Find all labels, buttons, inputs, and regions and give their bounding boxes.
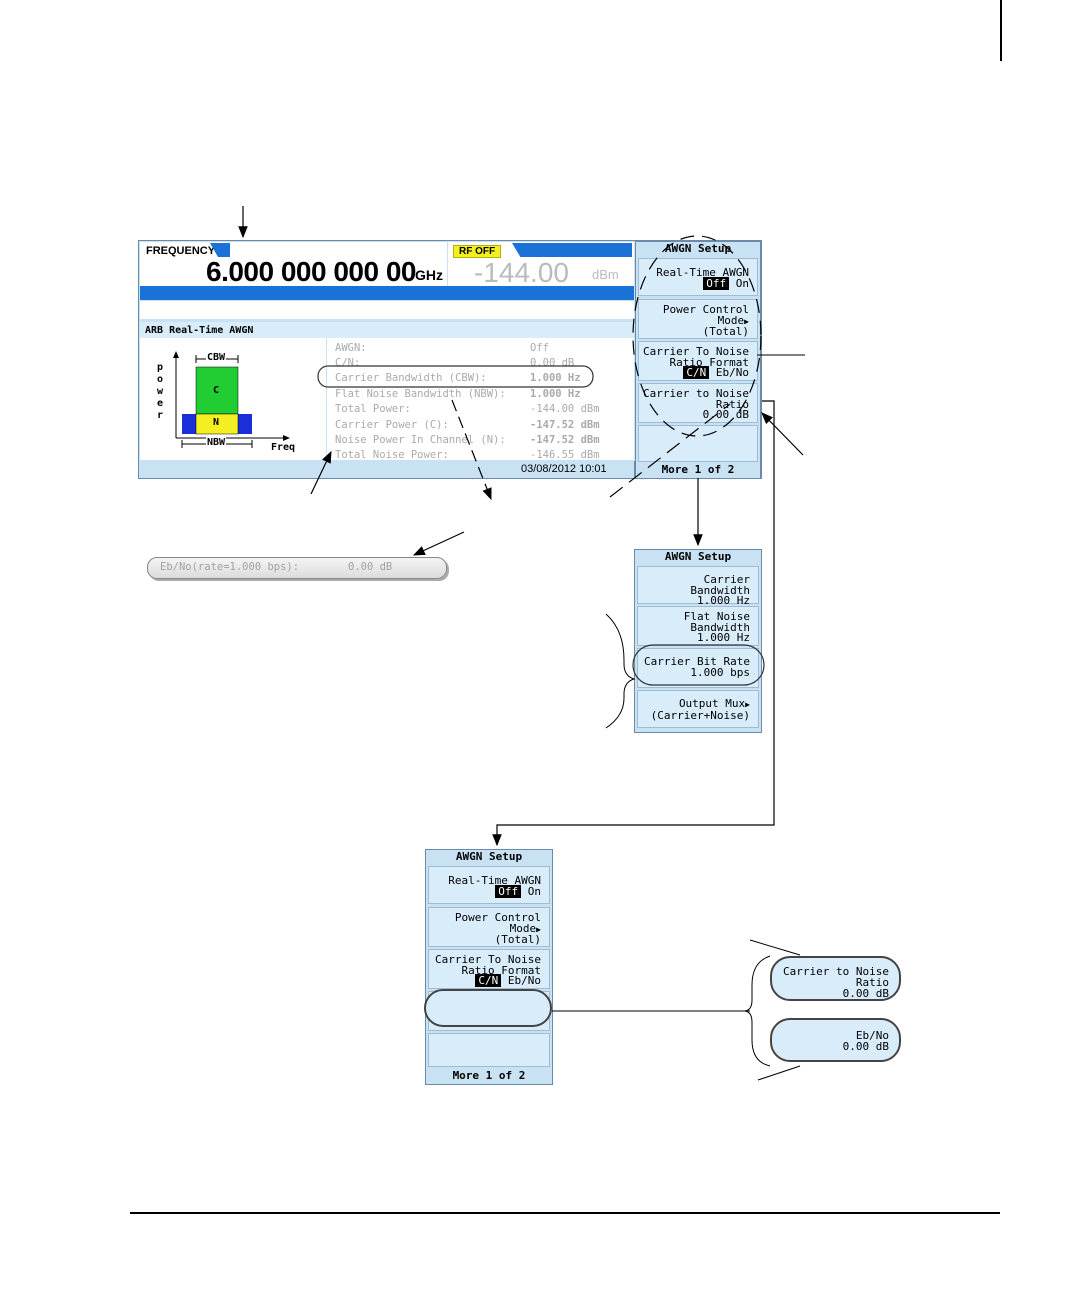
noise-block	[195, 413, 239, 435]
param-row: Carrier Bandwidth (CBW):1.000 Hz	[335, 372, 581, 384]
carrier-bandwidth-key[interactable]: Carrier Bandwidth 1.000 Hz	[637, 566, 759, 606]
flat-noise-bandwidth-key[interactable]: Flat Noise Bandwidth 1.000 Hz	[637, 606, 759, 646]
output-mux-key[interactable]: Output Mux▶ (Carrier+Noise)	[637, 690, 759, 728]
mode-title-bar	[140, 322, 634, 338]
softkey-panel: AWGN Setup Real-Time AWGN Off On Power C…	[635, 241, 761, 479]
power-frequency-graph	[173, 351, 290, 448]
arrow-ratio-key	[761, 412, 804, 456]
param-row: AWGN:Off	[335, 342, 549, 354]
power-axis-label: p o w e r	[157, 362, 164, 421]
carrier-bit-rate-key[interactable]: Carrier Bit Rate 1.000 bps	[637, 648, 759, 688]
status-divider	[634, 461, 635, 477]
amplitude-value: -144.00	[474, 257, 569, 288]
ebno-label: Eb/No(rate=1.000 bps):	[160, 561, 300, 573]
amplitude-unit: dBm	[592, 267, 619, 282]
bit-rate-oval	[632, 644, 765, 686]
param-row: Noise Power In Channel (N):-147.52 dBm	[335, 434, 600, 446]
frequency-label: FREQUENCY	[146, 245, 216, 257]
more-softkey[interactable]: More 1 of 2	[661, 463, 735, 476]
ebno-value: 0.00 dB	[348, 561, 393, 573]
noise-side-right	[238, 414, 252, 434]
softkey-panel-page2: AWGN Setup Carrier Bandwidth 1.000 Hz Fl…	[634, 549, 762, 733]
real-time-awgn-key[interactable]: Real-Time AWGN Off On	[428, 866, 550, 904]
highlighted-softkey-oval[interactable]	[424, 989, 552, 1027]
bracket-page2	[605, 613, 636, 729]
frequency-area[interactable]: FREQUENCY 6.000 000 000 00 GHz	[140, 242, 447, 287]
carrier-block	[195, 366, 239, 415]
softkey-title: AWGN Setup	[426, 850, 552, 864]
power-control-mode-key[interactable]: Power Control Mode▶ (Total)	[428, 907, 550, 947]
freq-axis-label: Freq	[271, 442, 296, 453]
param-row: Total Power:-144.00 dBm	[335, 403, 600, 415]
main-screen: FREQUENCY 6.000 000 000 00 GHz RF OFF -1…	[138, 240, 762, 479]
page-edge-rule	[1000, 0, 1002, 61]
empty-softkey[interactable]	[638, 425, 758, 462]
param-row: Total Noise Power:-146.55 dBm	[335, 449, 600, 461]
cn-ratio-format-key[interactable]: Carrier To Noise Ratio Format C/N Eb/No	[428, 949, 550, 989]
softkey-title: AWGN Setup	[635, 550, 761, 564]
timestamp: 03/08/2012 10:01	[521, 463, 607, 475]
carrier-to-noise-ratio-key[interactable]: Carrier to Noise Ratio 0.00 dB	[638, 383, 758, 423]
arrow-cbw-dashed	[451, 399, 492, 501]
cbw-label: CBW	[206, 352, 227, 363]
mode-title: ARB Real-Time AWGN	[145, 325, 254, 336]
carrier-label: C	[213, 385, 220, 396]
noise-side-left	[182, 414, 196, 434]
awgn-parameter-list: AWGN:Off C/N:0.00 dB Carrier Bandwidth (…	[327, 338, 634, 461]
more-softkey[interactable]: More 1 of 2	[452, 1069, 526, 1082]
submenu-arrow-icon: ▶	[745, 700, 750, 709]
arrow-diagram	[310, 450, 332, 495]
message-bar	[140, 301, 634, 319]
ebno-callout[interactable]: Eb/No 0.00 dB	[770, 1018, 901, 1062]
submenu-arrow-icon: ▶	[536, 924, 541, 934]
submenu-arrow-icon: ▶	[744, 316, 749, 326]
param-row: Carrier Power (C):-147.52 dBm	[335, 419, 600, 431]
softkey-title: AWGN Setup	[636, 242, 760, 256]
ebno-readout: Eb/No(rate=1.000 bps): 0.00 dB	[147, 557, 447, 579]
carrier-to-noise-ratio-callout[interactable]: Carrier to Noise Ratio 0.00 dB	[770, 956, 901, 1001]
amplitude-tab	[512, 243, 632, 257]
awgn-diagram: p o w e r CBW C N NBW Freq	[140, 338, 326, 460]
ratio-keys-dashed-oval	[632, 235, 762, 437]
empty-softkey[interactable]	[428, 1033, 550, 1067]
cbw-row-oval	[317, 365, 594, 388]
callout-leader-bottom	[757, 1065, 801, 1081]
power-control-mode-key[interactable]: Power Control Mode▶ (Total)	[638, 299, 758, 339]
arrow-ebno	[412, 531, 465, 556]
status-bar	[140, 286, 634, 300]
connector-ratio-bottom	[492, 400, 775, 847]
callout-leader-top	[749, 939, 801, 956]
nbw-label: NBW	[206, 437, 227, 448]
amplitude-area[interactable]: RF OFF -144.00 dBm	[448, 242, 634, 288]
frequency-unit: GHz	[415, 267, 443, 283]
dashed-ratio-line	[609, 403, 731, 498]
param-row: Flat Noise Bandwidth (NBW):1.000 Hz	[335, 388, 581, 400]
cn-ratio-format-key[interactable]: Carrier To Noise Ratio Format C/N Eb/No	[638, 341, 758, 381]
bracket-callouts	[744, 955, 771, 1067]
footer-rule	[130, 1212, 1000, 1214]
frequency-value: 6.000 000 000 00	[206, 256, 416, 287]
noise-label: N	[213, 417, 220, 428]
rf-off-badge: RF OFF	[453, 245, 502, 258]
real-time-awgn-key[interactable]: Real-Time AWGN Off On	[638, 258, 758, 296]
